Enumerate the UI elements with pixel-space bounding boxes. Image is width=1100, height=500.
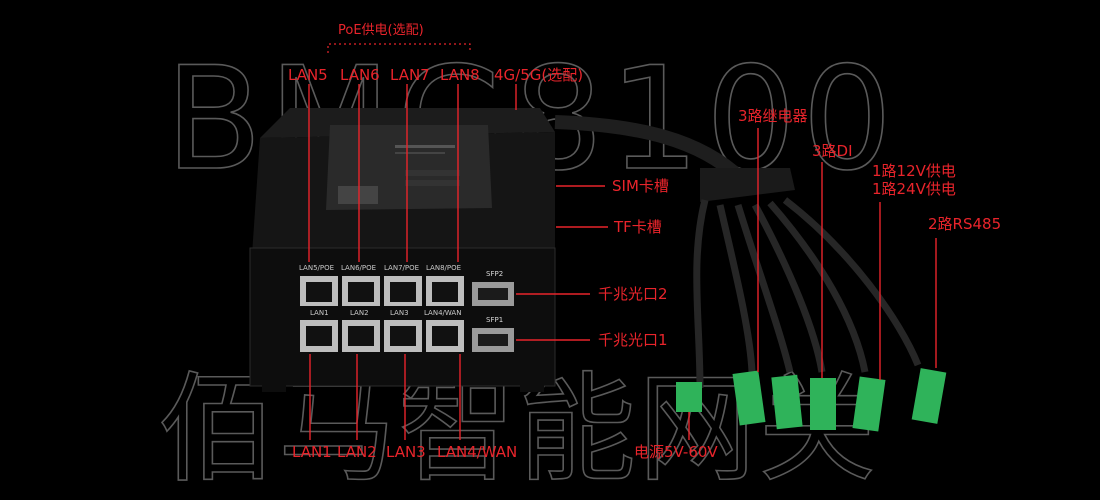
callout-lan4wan: LAN4/WAN: [437, 443, 517, 461]
port-label-lan8poe: LAN8/POE: [426, 264, 461, 272]
callout-lan3: LAN3: [386, 443, 426, 461]
top-port-labels: LAN5/POE LAN6/POE LAN7/POE LAN8/POE: [299, 264, 461, 272]
qr-code: [338, 186, 378, 204]
cable-branch: [751, 203, 826, 373]
port-label-lan5poe: LAN5/POE: [299, 264, 334, 272]
callout-labels: PoE供电(选配) LAN5 LAN6 LAN7 LAN8 4G/5G(选配) …: [288, 23, 1001, 461]
callout-rs485: 2路RS485: [928, 215, 1001, 233]
callout-tf: TF卡槽: [613, 218, 662, 236]
bottom-port-labels: LAN1 LAN2 LAN3 LAN4/WAN: [310, 309, 461, 317]
callout-lan1: LAN1: [292, 443, 332, 461]
di-terminal: [810, 378, 836, 430]
device-faceplate: [249, 247, 556, 387]
mount-foot: [520, 382, 544, 392]
relay-terminal: [732, 370, 766, 426]
cable-branch: [767, 200, 869, 373]
callout-sfp1: 千兆光口1: [598, 331, 668, 349]
callout-sfp2: 千兆光口2: [598, 285, 668, 303]
sfp2-label: SFP2: [486, 270, 503, 278]
relay-terminal: [771, 374, 803, 430]
sfp1-slot: [478, 334, 508, 346]
sfp1-label: SFP1: [486, 316, 503, 324]
led-row: [405, 180, 460, 186]
poe-bracket: [327, 43, 471, 53]
callout-power: 电源5V-60V: [634, 443, 718, 461]
supply-terminal: [852, 376, 886, 432]
sfp-ports: SFP2 SFP1: [472, 270, 514, 352]
callout-lan2: LAN2: [337, 443, 377, 461]
cable-branch: [716, 204, 756, 373]
callout-supply-12v: 1路12V供电: [872, 162, 956, 180]
label-line: [395, 152, 445, 154]
rj45-port-hole: [348, 282, 374, 302]
callout-di: 3路DI: [812, 142, 853, 160]
callout-lan6: LAN6: [340, 66, 380, 84]
led-row: [405, 170, 460, 176]
rj45-port-hole: [432, 282, 458, 302]
callout-cellular: 4G/5G(选配): [494, 66, 583, 84]
rj45-row-top: [300, 276, 464, 306]
rj45-row-bottom: [300, 320, 464, 352]
cable-branch: [782, 197, 922, 367]
splitter-hub: [700, 168, 795, 202]
power-terminal: [676, 382, 702, 412]
port-label-lan2: LAN2: [350, 309, 369, 317]
rj45-port-hole: [390, 326, 416, 346]
cable-harness: [554, 115, 922, 389]
callout-sim: SIM卡槽: [612, 177, 669, 195]
mount-foot: [262, 382, 286, 392]
rj45-port-hole: [432, 326, 458, 346]
cable-branch: [734, 203, 794, 373]
port-label-lan7poe: LAN7/POE: [384, 264, 419, 272]
callout-relay: 3路继电器: [738, 107, 808, 125]
main-cable: [554, 115, 745, 184]
cable-branch: [693, 199, 709, 389]
port-label-lan3: LAN3: [390, 309, 409, 317]
port-label-lan4wan: LAN4/WAN: [424, 309, 461, 317]
terminal-blocks: [676, 368, 947, 432]
callout-lan8: LAN8: [440, 66, 480, 84]
callout-poe: PoE供电(选配): [338, 23, 424, 38]
rj45-port-hole: [306, 326, 332, 346]
callout-lan7: LAN7: [390, 66, 430, 84]
port-label-lan1: LAN1: [310, 309, 329, 317]
port-label-lan6poe: LAN6/POE: [341, 264, 376, 272]
callout-supply-24v: 1路24V供电: [872, 180, 956, 198]
rj45-port-hole: [390, 282, 416, 302]
sfp2-slot: [478, 288, 508, 300]
callout-lan5: LAN5: [288, 66, 328, 84]
rj45-port-hole: [306, 282, 332, 302]
leader-lines: [308, 43, 937, 440]
rs485-terminal: [911, 368, 947, 424]
rj45-port-hole: [348, 326, 374, 346]
label-line: [395, 145, 455, 148]
